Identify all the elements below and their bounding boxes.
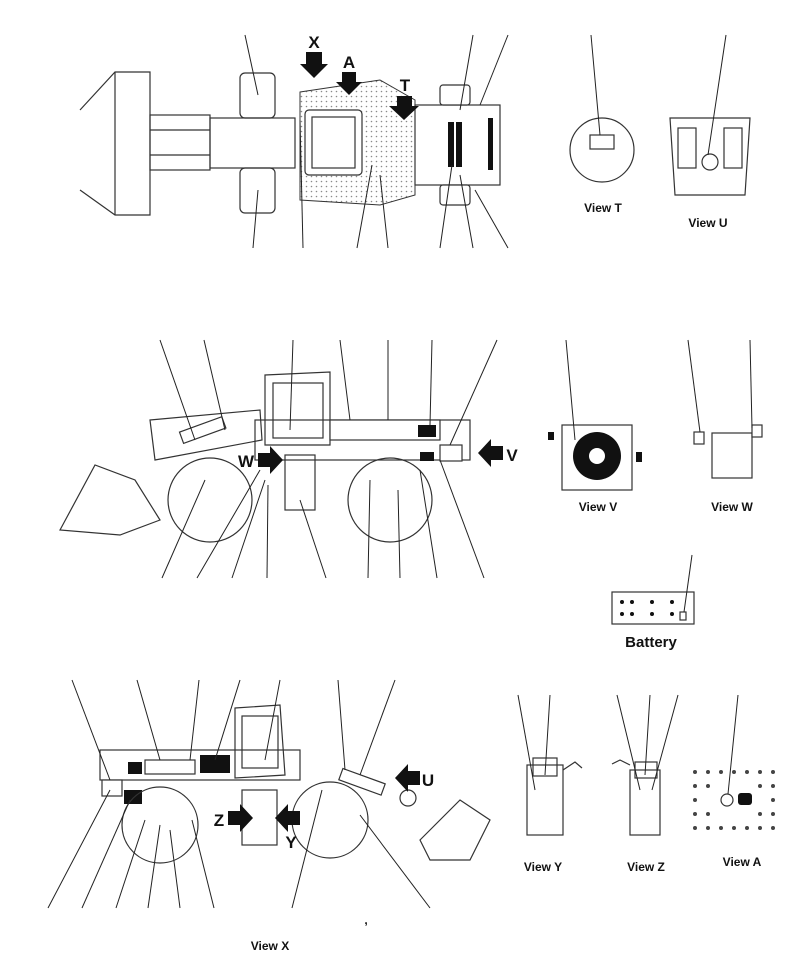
view-a-detail: View A <box>688 694 780 869</box>
svg-text:X: X <box>308 33 320 52</box>
svg-text:W: W <box>238 452 255 471</box>
caption-view-u: View U <box>688 216 727 230</box>
svg-text:U: U <box>422 771 434 790</box>
right-side-view <box>47 679 491 909</box>
marker-v: V <box>478 439 518 467</box>
svg-text:V: V <box>506 446 518 465</box>
view-u-detail: View U <box>669 34 751 230</box>
marker-a: A <box>336 53 362 95</box>
left-side-view <box>59 339 498 579</box>
caption-view-t: View T <box>584 201 622 215</box>
caption-view-a: View A <box>723 855 762 869</box>
caption-view-w: View W <box>711 500 753 514</box>
caption-view-v: View V <box>579 500 617 514</box>
marker-w: W <box>238 446 283 474</box>
caption-battery: Battery <box>625 634 677 651</box>
svg-text:Z: Z <box>214 811 224 830</box>
view-v-detail: View V <box>548 339 642 514</box>
marker-x: X <box>300 33 328 78</box>
view-y-detail: View Y <box>517 694 583 874</box>
marker-u: U <box>395 764 434 792</box>
marker-z: Z <box>214 804 253 832</box>
top-plan-view <box>79 34 509 249</box>
caption-view-y: View Y <box>524 860 562 874</box>
caption-view-x: View X <box>251 939 289 953</box>
view-z-detail: View Z <box>611 694 679 874</box>
battery-detail: Battery <box>611 554 695 651</box>
svg-text:T: T <box>400 76 411 95</box>
svg-text:A: A <box>343 53 355 72</box>
view-w-detail: View W <box>687 339 763 514</box>
svg-text:Y: Y <box>285 833 297 852</box>
stray-mark: , <box>364 913 367 927</box>
caption-view-z: View Z <box>627 860 665 874</box>
view-t-detail: View T <box>569 34 635 215</box>
marker-y: Y <box>275 804 300 852</box>
marker-t: T <box>389 76 419 120</box>
